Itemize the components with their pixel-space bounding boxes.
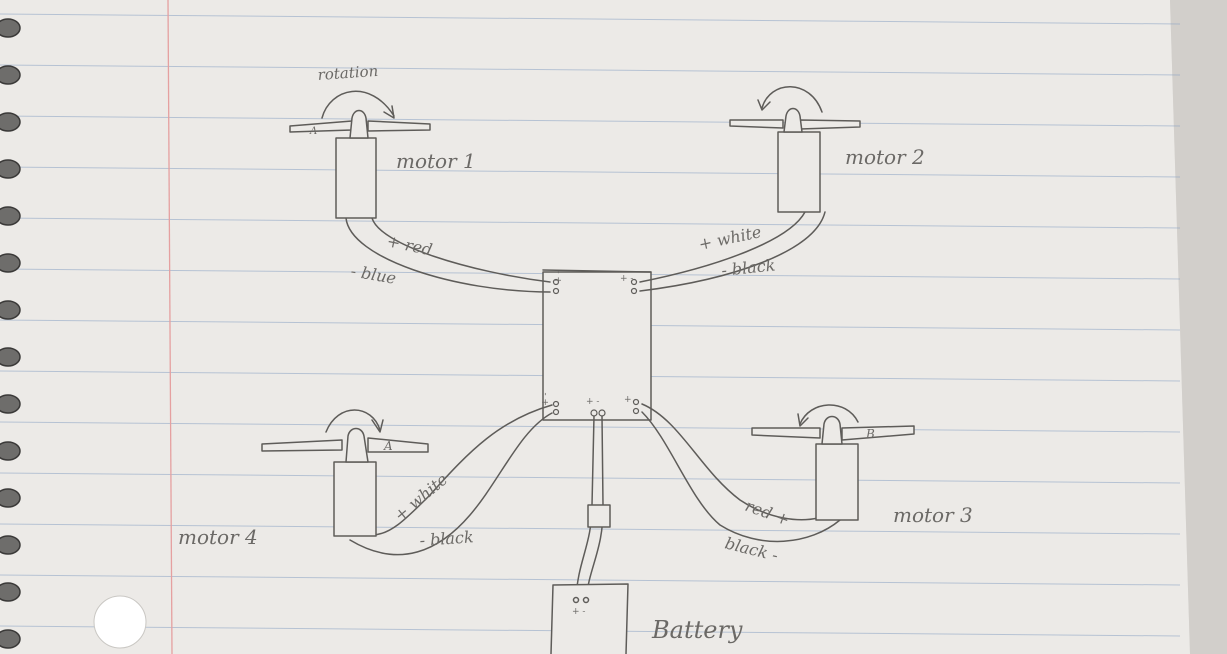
wire-motor-3-minus	[641, 411, 841, 543]
ruled-line	[0, 64, 1181, 76]
terminal-label-bottom-center: + -	[586, 397, 599, 407]
motor-body	[333, 461, 377, 537]
ruled-line	[0, 13, 1181, 25]
battery-lead-clip	[587, 504, 611, 528]
rotation-arrow	[799, 404, 859, 425]
margin-line	[167, 0, 173, 654]
prop-label-a-top: A	[309, 126, 317, 137]
terminal-label-bottom-right: + -	[624, 395, 637, 405]
terminal-dot	[632, 407, 640, 415]
ruled-line	[0, 166, 1181, 178]
battery-body	[550, 583, 629, 654]
terminal-dot	[552, 287, 560, 295]
propeller-blade-right	[367, 437, 429, 453]
motor-body	[777, 131, 821, 213]
propeller-blade-right	[841, 425, 915, 441]
rotation-arrowhead	[383, 105, 395, 119]
spiral-ring	[0, 65, 21, 85]
terminal-dot	[552, 278, 560, 286]
terminal-label-top-left: + -	[554, 271, 564, 284]
ruled-line	[0, 115, 1181, 127]
propeller-hub	[345, 427, 369, 463]
terminal-label-bottom-left: + -	[541, 393, 551, 406]
spiral-ring	[0, 206, 21, 226]
punch-hole	[93, 595, 147, 649]
ruled-line	[0, 472, 1181, 484]
propeller-blade-left	[751, 427, 821, 439]
motor-1	[289, 90, 431, 219]
wire-motor-4-plus	[371, 404, 553, 536]
wire-motor-1-minus	[345, 217, 551, 293]
motor-2-label: motor 2	[845, 145, 925, 169]
wire-motor-3-plus	[641, 403, 819, 521]
wire-motor-2-minus	[639, 211, 826, 292]
propeller-hub	[783, 107, 803, 133]
spiral-ring	[0, 253, 21, 273]
propeller-hub	[349, 109, 369, 139]
ruled-line	[0, 421, 1181, 433]
motor-body	[335, 137, 377, 219]
spiral-ring	[0, 629, 21, 649]
terminal-dot	[552, 400, 560, 408]
propeller-blade-right	[799, 119, 861, 130]
wire-motor-2-plus	[639, 211, 806, 283]
spiral-ring	[0, 159, 21, 179]
terminal-dot	[630, 287, 638, 295]
battery-label: Battery	[651, 616, 743, 644]
propeller-hub	[821, 415, 843, 445]
motor-3	[751, 404, 915, 521]
terminal-dot	[630, 278, 638, 286]
spiral-ring	[0, 441, 21, 461]
terminal-dot	[632, 398, 640, 406]
rotation-arrow	[761, 86, 823, 113]
prop-label-b: B	[865, 427, 875, 441]
motor-4-minus-wire-label: - black	[419, 527, 474, 550]
propeller-blade-left	[729, 119, 784, 129]
propeller-blade-right	[367, 120, 431, 132]
spiral-ring	[0, 300, 21, 320]
motor-body	[815, 443, 859, 521]
prop-label-a-bottom: A	[383, 439, 393, 453]
rotation-arrow	[325, 409, 381, 433]
terminal-label-top-right: + -	[620, 274, 633, 284]
motor-4	[261, 409, 429, 537]
motor-1-label: motor 1	[396, 149, 476, 173]
propeller-blade-left	[261, 439, 343, 452]
wire-motor-1-plus	[371, 217, 551, 283]
spiral-ring	[0, 535, 21, 555]
terminal-dot	[552, 408, 560, 416]
wire-motor-4-minus	[349, 412, 553, 556]
battery-terminal	[572, 596, 580, 604]
spiral-binding	[0, 18, 21, 649]
spiral-ring	[0, 18, 21, 38]
motor-4-label: motor 4	[178, 525, 258, 549]
battery-terminal-label: + -	[572, 607, 585, 617]
spiral-ring	[0, 394, 21, 414]
spiral-ring	[0, 347, 21, 367]
spiral-ring	[0, 582, 21, 602]
spiral-ring	[0, 112, 21, 132]
motor-3-label: motor 3	[893, 503, 973, 527]
rotation-arrowhead	[797, 413, 809, 427]
rotation-label: rotation	[317, 62, 379, 84]
ruled-line	[0, 217, 1181, 229]
controller-board-edge	[542, 269, 652, 273]
rotation-arrowhead	[757, 99, 771, 111]
battery-terminal	[582, 596, 590, 604]
rotation-arrow	[321, 90, 395, 119]
controller-board	[542, 271, 652, 421]
spiral-ring	[0, 488, 21, 508]
rotation-arrowhead	[371, 419, 384, 433]
motor-2	[729, 86, 861, 213]
